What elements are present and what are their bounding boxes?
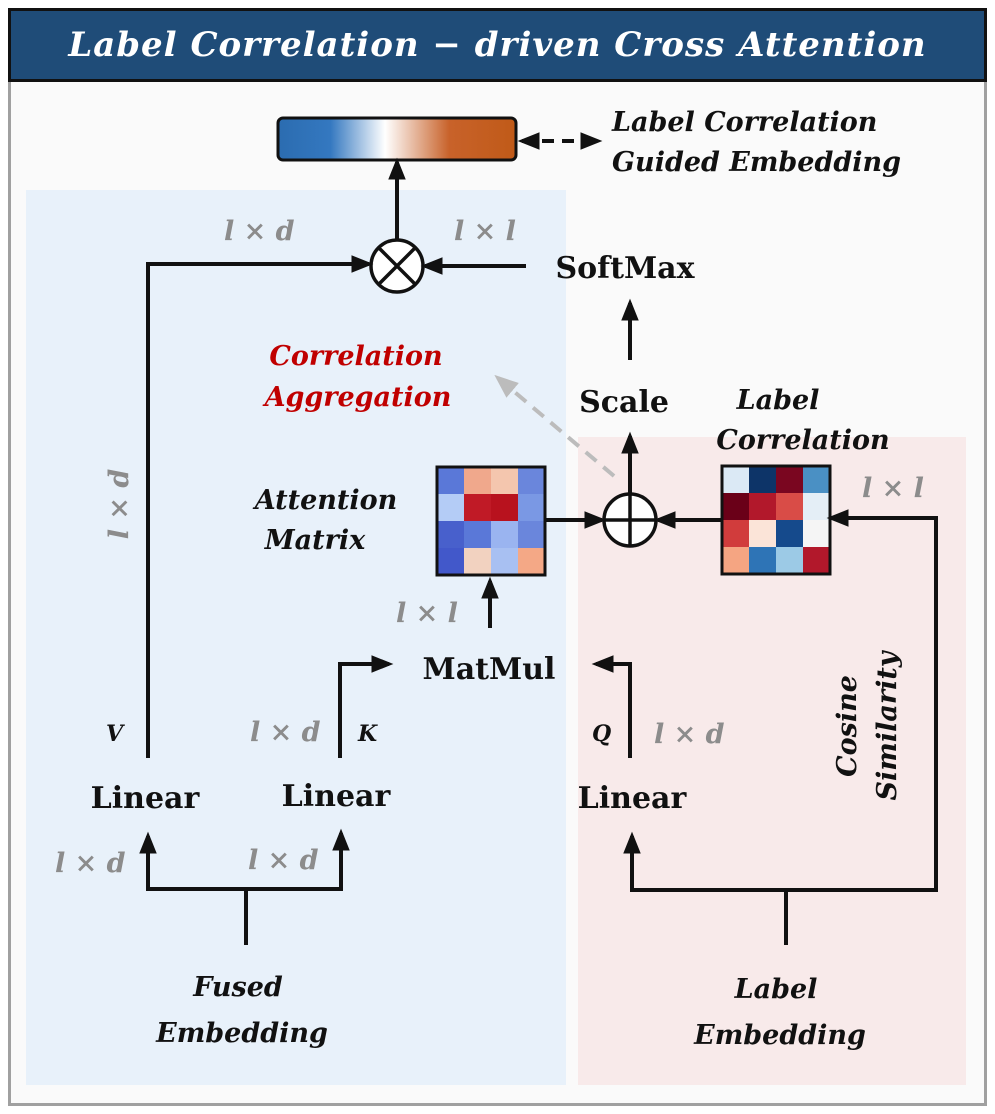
attention-matrix-cell xyxy=(518,467,546,495)
label-corr-line2: Correlation xyxy=(716,425,889,456)
var-q: Q xyxy=(592,721,611,747)
attention-matrix-cell xyxy=(437,521,465,549)
fused-line1: Fused xyxy=(192,972,283,1003)
dim-top-right: l × l xyxy=(454,216,516,247)
label-emb-line2: Embedding xyxy=(693,1020,866,1051)
label-correlation-cell xyxy=(722,493,750,521)
dim-fused-to-v: l × d xyxy=(55,848,126,879)
linear-k-label: Linear xyxy=(282,779,392,814)
output-embedding-bar xyxy=(276,116,518,162)
linear-v-label: Linear xyxy=(91,781,201,816)
label-correlation-cell xyxy=(803,466,831,494)
linear-q-label: Linear xyxy=(578,781,688,816)
label-correlation-cell xyxy=(749,466,777,494)
attention-matrix-cell xyxy=(518,494,546,522)
multiply-cross-2 xyxy=(377,246,417,286)
label-correlation-cell xyxy=(803,493,831,521)
attention-matrix-cell xyxy=(464,521,492,549)
attention-matrix-cell xyxy=(437,467,465,495)
attention-matrix xyxy=(435,465,547,577)
label-correlation-cell xyxy=(749,547,777,575)
arrow-v-to-multiply xyxy=(146,255,374,758)
arrow-fused-to-v xyxy=(139,831,248,945)
correlation-aggregation-arrow xyxy=(494,374,616,478)
attention-matrix-cell xyxy=(518,548,546,576)
dim-q-out: l × d xyxy=(654,719,725,750)
attention-matrix-cell xyxy=(437,548,465,576)
label-correlation-cell xyxy=(749,520,777,548)
dim-v-path: l × d xyxy=(104,469,135,540)
arrow-fused-to-k xyxy=(246,828,350,891)
var-k: K xyxy=(357,721,378,747)
arrow-cosine-similarity xyxy=(786,509,938,892)
fused-line2: Embedding xyxy=(155,1018,328,1049)
dim-v-path-group: l × d xyxy=(104,469,135,540)
label-correlation-cell xyxy=(776,547,804,575)
attention-matrix-cell xyxy=(491,494,519,522)
dim-attn-out: l × l xyxy=(396,598,458,629)
attention-matrix-cell xyxy=(518,521,546,549)
softmax-label: SoftMax xyxy=(556,251,696,286)
output-label-line1: Label Correlation xyxy=(611,107,877,138)
label-correlation-cell xyxy=(803,547,831,575)
label-emb-line1: Label xyxy=(734,974,818,1005)
attention-matrix-cell xyxy=(464,548,492,576)
dim-k-out: l × d xyxy=(250,717,321,748)
cosine-line2: Similarity xyxy=(872,649,903,800)
label-correlation-cell xyxy=(776,520,804,548)
attention-matrix-cell xyxy=(464,494,492,522)
label-correlation-cell xyxy=(749,493,777,521)
label-corr-line1: Label xyxy=(736,385,820,416)
label-correlation-cell xyxy=(776,493,804,521)
fused-panel xyxy=(26,190,566,1085)
attention-matrix-cell xyxy=(491,521,519,549)
dim-corr-in: l × l xyxy=(862,473,924,504)
dim-fused-to-k: l × d xyxy=(248,845,319,876)
arrow-q-to-matmul xyxy=(591,655,632,758)
matmul-label: MatMul xyxy=(423,652,556,687)
label-correlation-cell xyxy=(722,547,750,575)
attention-matrix-cell xyxy=(491,467,519,495)
title-bar: Label Correlation − driven Cross Attenti… xyxy=(8,8,987,82)
scale-label: Scale xyxy=(579,385,669,420)
attention-label-line1: Attention xyxy=(252,485,398,516)
cosine-line1: Cosine xyxy=(832,675,863,777)
dim-top-left: l × d xyxy=(224,216,295,247)
cosine-similarity-label: Cosine Similarity xyxy=(832,649,903,800)
arrow-label-emb-to-q xyxy=(623,831,788,945)
output-label-line2: Guided Embedding xyxy=(612,147,901,178)
label-correlation-cell xyxy=(722,520,750,548)
label-correlation-cell xyxy=(776,466,804,494)
attention-matrix-cell xyxy=(464,467,492,495)
var-v: V xyxy=(106,721,125,747)
label-correlation-cell xyxy=(722,466,750,494)
attention-matrix-cell xyxy=(437,494,465,522)
corr-agg-line1: Correlation xyxy=(269,341,442,372)
corr-agg-line2: Aggregation xyxy=(262,382,452,413)
attention-matrix-cell xyxy=(491,548,519,576)
attention-label-line2: Matrix xyxy=(264,525,366,556)
arrow-k-to-matmul xyxy=(338,655,394,758)
label-correlation-matrix xyxy=(720,464,832,576)
diagram-title: Label Correlation − driven Cross Attenti… xyxy=(68,25,927,65)
label-correlation-cell xyxy=(803,520,831,548)
